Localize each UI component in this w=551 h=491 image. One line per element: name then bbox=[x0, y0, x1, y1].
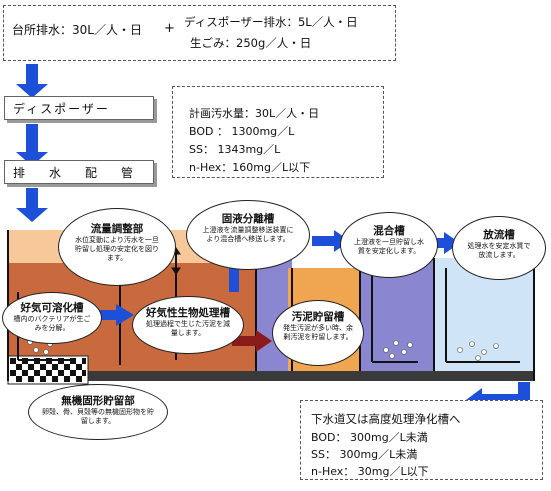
disposer-label: ディスポーザー bbox=[13, 102, 110, 116]
sludge-storage-title: 汚泥貯留槽 bbox=[291, 311, 345, 323]
piping-step: 排 水 配 管 bbox=[4, 160, 154, 184]
discharge-desc: 処理水を安定水質で放流します。 bbox=[467, 242, 531, 259]
sludge-storage-bubble: 汚泥貯留槽 発生汚泥が多い時、余剰汚泥を貯留します。 bbox=[272, 300, 364, 366]
input-water-box: 台所排水：30L／人・日 + ディスポーザー排水：5L／人・日 生ごみ：250g… bbox=[3, 5, 396, 61]
aerobic-dissolve-desc: 槽内のバクテリアが生ごみを分解。 bbox=[13, 315, 91, 332]
food-waste-text: 生ごみ：250g／人・日 bbox=[190, 36, 312, 50]
flow-adjust-desc: 水位変動により汚水を一旦貯留し処理の安定化を図ります。 bbox=[75, 236, 159, 262]
result-bod-text: BOD： 300mg／L未満 bbox=[311, 431, 428, 444]
result-ss-text: SS： 300mg／L未満 bbox=[311, 448, 418, 461]
aerobic-bio-title: 好気性生物処理槽 bbox=[146, 307, 230, 319]
piping-label: 排 水 配 管 bbox=[13, 166, 140, 180]
solid-liquid-bubble: 固液分離槽 上澄液を流量調整移送装置により混合槽へ移送します。 bbox=[186, 200, 310, 270]
inorganic-title: 無機固形貯留部 bbox=[61, 395, 135, 407]
sludge-storage-desc: 発生汚泥が多い時、余剰汚泥を貯留します。 bbox=[283, 324, 353, 341]
design-ss-text: SS： 1343mg／L bbox=[189, 143, 281, 156]
discharge-bubble: 放流槽 処理水を安定水質で放流します。 bbox=[452, 216, 546, 280]
aerobic-dissolve-title: 好気可溶化槽 bbox=[20, 302, 84, 314]
mixing-title: 混合槽 bbox=[373, 225, 405, 237]
mixing-desc: 上澄液を一旦貯留し水質を安定化します。 bbox=[354, 238, 424, 255]
solid-liquid-title: 固液分離槽 bbox=[221, 213, 275, 225]
disposer-drain-text: ディスポーザー排水：5L／人・日 bbox=[184, 15, 358, 29]
design-bod-text: BOD ： 1300mg／L bbox=[189, 125, 295, 138]
result-quality-box: 下水道又は高度処理浄化槽へ BOD： 300mg／L未満 SS： 300mg／L… bbox=[300, 400, 543, 480]
mixing-bubble: 混合槽 上澄液を一旦貯留し水質を安定化します。 bbox=[340, 212, 438, 278]
flow-adjust-bubble: 流量調整部 水位変動により汚水を一旦貯留し処理の安定化を図ります。 bbox=[58, 208, 176, 286]
aerobic-dissolve-bubble: 好気可溶化槽 槽内のバクテリアが生ごみを分解。 bbox=[2, 292, 102, 344]
aerobic-bio-bubble: 好気性生物処理槽 処理過程で生じた汚泥を減量します。 bbox=[132, 296, 244, 354]
kitchen-drain-text: 台所排水：30L／人・日 bbox=[12, 23, 142, 37]
solid-liquid-desc: 上澄液を流量調整移送装置により混合槽へ移送します。 bbox=[202, 226, 294, 243]
sludge-arrow bbox=[232, 330, 272, 352]
inorganic-desc: 卵殻、骨、貝殻等の無機固形物を貯留します。 bbox=[42, 408, 154, 425]
discharge-title: 放流槽 bbox=[483, 229, 515, 241]
disposer-step: ディスポーザー bbox=[4, 96, 154, 120]
aerobic-bio-desc: 処理過程で生じた汚泥を減量します。 bbox=[146, 320, 230, 337]
design-flow-text: 計画汚水量：30L／人・日 bbox=[189, 107, 320, 120]
result-destination-text: 下水道又は高度処理浄化槽へ bbox=[311, 412, 461, 426]
design-nhex-text: n-Hex：160mg／L以下 bbox=[189, 161, 311, 174]
flow-adjust-title: 流量調整部 bbox=[90, 223, 144, 235]
inorganic-bubble: 無機固形貯留部 卵殻、骨、貝殻等の無機固形物を貯留します。 bbox=[28, 384, 168, 440]
result-nhex-text: n-Hex： 30mg／L以下 bbox=[311, 465, 429, 478]
design-quality-box: 計画汚水量：30L／人・日 BOD ： 1300mg／L SS： 1343mg／… bbox=[172, 86, 384, 178]
tank-floor bbox=[8, 371, 534, 381]
plus-sign: + bbox=[164, 21, 175, 36]
